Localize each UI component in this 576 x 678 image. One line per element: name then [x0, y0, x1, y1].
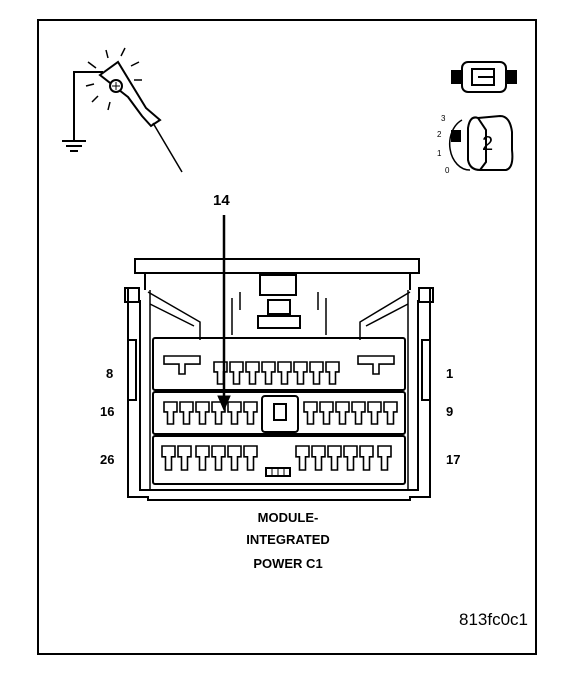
terminal-cavity	[163, 355, 201, 375]
key-scale-3: 3	[441, 114, 446, 123]
terminal-cavity	[325, 361, 340, 385]
terminal-cavity	[195, 445, 210, 471]
terminal-cavity	[245, 361, 260, 385]
terminal-cavity	[177, 445, 192, 471]
key-scale-1: 1	[437, 149, 442, 158]
terminal-cavity	[277, 361, 292, 385]
terminal-cavity	[179, 401, 194, 425]
terminal-cavities	[161, 355, 398, 471]
key-scale-2: 2	[437, 130, 442, 139]
terminal-cavity	[303, 401, 318, 425]
terminal-cavity	[367, 401, 382, 425]
terminal-cavity	[161, 445, 176, 471]
terminal-cavity	[383, 401, 398, 425]
terminal-cavity	[243, 401, 258, 425]
terminal-cavity	[229, 361, 244, 385]
pin-label-17: 17	[446, 452, 461, 467]
terminal-cavity	[357, 355, 395, 375]
key-scale-0: 0	[445, 166, 450, 175]
pin-label-1: 1	[446, 366, 454, 381]
figure-code: 813fc0c1	[459, 610, 528, 629]
test-light-icon	[85, 47, 183, 173]
connector-face	[124, 258, 434, 501]
connector-name-line3: POWER C1	[253, 556, 323, 571]
callout-pin-label: 14	[213, 192, 230, 209]
connector-name-line1: MODULE-	[257, 510, 319, 525]
terminal-cavity	[295, 445, 310, 471]
pin-label-16: 16	[100, 404, 115, 419]
terminal-cavity	[335, 401, 350, 425]
pin-label-26: 26	[100, 452, 115, 467]
terminal-cavity	[351, 401, 366, 425]
terminal-cavity	[195, 401, 210, 425]
terminal-cavity	[309, 361, 324, 385]
ignition-key-icon	[448, 114, 514, 171]
terminal-cavity	[211, 445, 226, 471]
terminal-cavity	[227, 401, 242, 425]
terminal-cavity	[327, 445, 342, 471]
pin-label-9: 9	[446, 404, 454, 419]
terminal-cavity	[293, 361, 308, 385]
terminal-cavity	[359, 445, 374, 471]
terminal-cavity	[261, 361, 276, 385]
connector-icon	[451, 61, 517, 93]
callout-arrow	[217, 215, 231, 412]
ground-symbol-icon	[62, 71, 103, 152]
terminal-cavity	[319, 401, 334, 425]
connector-name-line2: INTEGRATED	[246, 532, 330, 547]
terminal-cavity	[163, 401, 178, 425]
terminal-cavity	[243, 445, 258, 471]
pin-label-8: 8	[106, 366, 114, 381]
terminal-cavity	[343, 445, 358, 471]
terminal-cavity	[311, 445, 326, 471]
key-position-label: 2	[482, 133, 494, 155]
terminal-cavity	[227, 445, 242, 471]
terminal-cavity	[377, 445, 392, 471]
